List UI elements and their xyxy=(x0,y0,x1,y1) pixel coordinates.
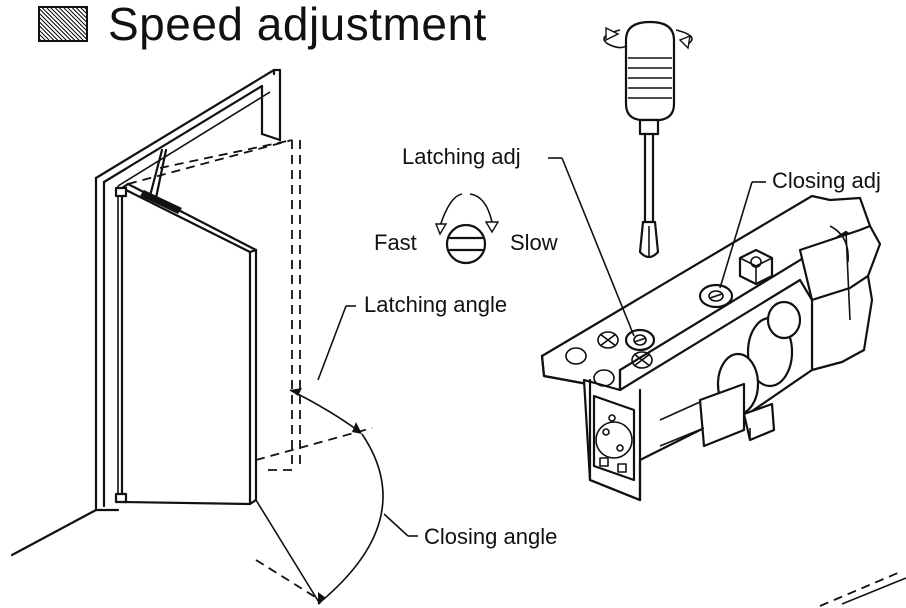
title-block: Speed adjustment xyxy=(38,0,487,54)
latching-angle-label: Latching angle xyxy=(364,292,508,317)
floor-lines xyxy=(10,427,906,607)
closing-angle-label: Closing angle xyxy=(424,524,558,549)
slotted-screw-icon xyxy=(445,223,487,265)
latching-adj-label: Latching adj xyxy=(402,144,521,169)
hatched-square-icon xyxy=(38,6,88,42)
page-title: Speed adjustment xyxy=(108,0,487,50)
closing-adj-label: Closing adj xyxy=(772,168,881,193)
fast-label: Fast xyxy=(374,230,417,255)
slow-label: Slow xyxy=(510,230,558,255)
door-closer-body xyxy=(540,194,882,502)
door-leaf xyxy=(120,182,258,506)
rotation-arrow-icon xyxy=(434,193,500,236)
screwdriver-icon xyxy=(603,20,693,259)
angle-arcs xyxy=(289,305,418,605)
door-open-outline xyxy=(127,139,301,471)
door-arm xyxy=(114,148,182,504)
door-frame xyxy=(94,68,282,512)
leader-lines xyxy=(548,157,766,337)
